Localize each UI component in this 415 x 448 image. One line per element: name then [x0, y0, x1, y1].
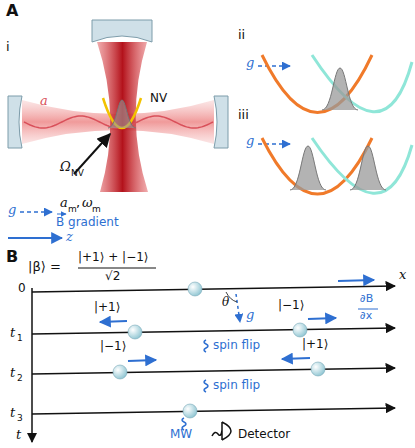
label: g [246, 308, 254, 323]
label: ω [82, 196, 93, 211]
label: iii [238, 108, 249, 123]
label: MW [170, 428, 192, 442]
label: 1 [17, 333, 23, 343]
gravity-arrow [258, 143, 290, 145]
label: NV [71, 168, 84, 178]
label: NV [150, 92, 167, 106]
red-beam [97, 42, 148, 192]
gradient-arrow [338, 280, 374, 281]
left-mirror [8, 96, 22, 148]
label: θ [222, 296, 229, 310]
label: spin flip [213, 379, 260, 393]
label: |+1⟩ [94, 301, 120, 315]
label: |−1⟩ [278, 299, 304, 313]
gravity-arrow [20, 211, 52, 213]
gradient-arrow [8, 237, 62, 239]
cyan-potential [312, 55, 412, 112]
gravity-arrow [236, 294, 240, 322]
top-mirror [92, 20, 152, 42]
time-axis [31, 288, 33, 442]
label: z [66, 230, 73, 245]
particle [128, 325, 142, 339]
label: ∂B [360, 293, 373, 306]
label: g [246, 134, 254, 149]
particle-wavepacket [108, 100, 136, 128]
label: B gradient [56, 216, 119, 230]
label: g [246, 56, 254, 71]
label: Ω [60, 160, 71, 175]
gravity-arrow [258, 65, 290, 67]
wavepacket [290, 146, 326, 190]
timeline [32, 368, 395, 374]
label: a [40, 94, 48, 109]
label: t [10, 406, 15, 421]
label: 2 [17, 373, 23, 383]
spin-arrow [282, 358, 310, 359]
label: B [6, 248, 18, 266]
label: ii [238, 28, 245, 43]
spin-arrow [308, 318, 336, 319]
fraction-bar [78, 268, 156, 269]
label: |+1⟩ + |−1⟩ [78, 251, 149, 265]
right-mirror [214, 96, 228, 148]
particle [183, 404, 197, 418]
label: t [10, 326, 15, 341]
label: √2 [105, 270, 120, 284]
label: , [76, 196, 80, 211]
label: i [6, 40, 10, 55]
label: A [6, 2, 18, 20]
label: Detector [238, 428, 290, 442]
microwave-squiggle [204, 380, 208, 392]
vector-arrow [57, 214, 66, 215]
label: a [60, 196, 68, 211]
cyan-potential [312, 138, 412, 193]
label: m [92, 204, 101, 214]
label: 0 [18, 282, 26, 296]
microwave-squiggle [204, 340, 208, 352]
label: t [16, 428, 21, 443]
trap-potential [103, 98, 141, 128]
spin-arrow [128, 360, 156, 361]
spin-arrow [100, 321, 127, 322]
particle [293, 323, 307, 337]
label: |β⟩ = [28, 260, 61, 275]
timeline [32, 408, 395, 414]
label: t [10, 366, 15, 381]
label: m [68, 204, 77, 214]
particle [188, 282, 202, 296]
timeline [32, 328, 395, 334]
label: spin flip [213, 339, 260, 353]
detector-symbol [212, 422, 231, 440]
wavepacket [350, 146, 386, 190]
label: 3 [17, 413, 23, 423]
label: g [8, 203, 16, 218]
wavepacket [322, 68, 358, 110]
label: x [399, 268, 406, 283]
particle [113, 365, 127, 379]
label: |+1⟩ [302, 338, 328, 352]
label: ∂x [360, 310, 372, 323]
label: |−1⟩ [100, 340, 126, 354]
timeline [32, 286, 395, 292]
particle [311, 362, 325, 376]
